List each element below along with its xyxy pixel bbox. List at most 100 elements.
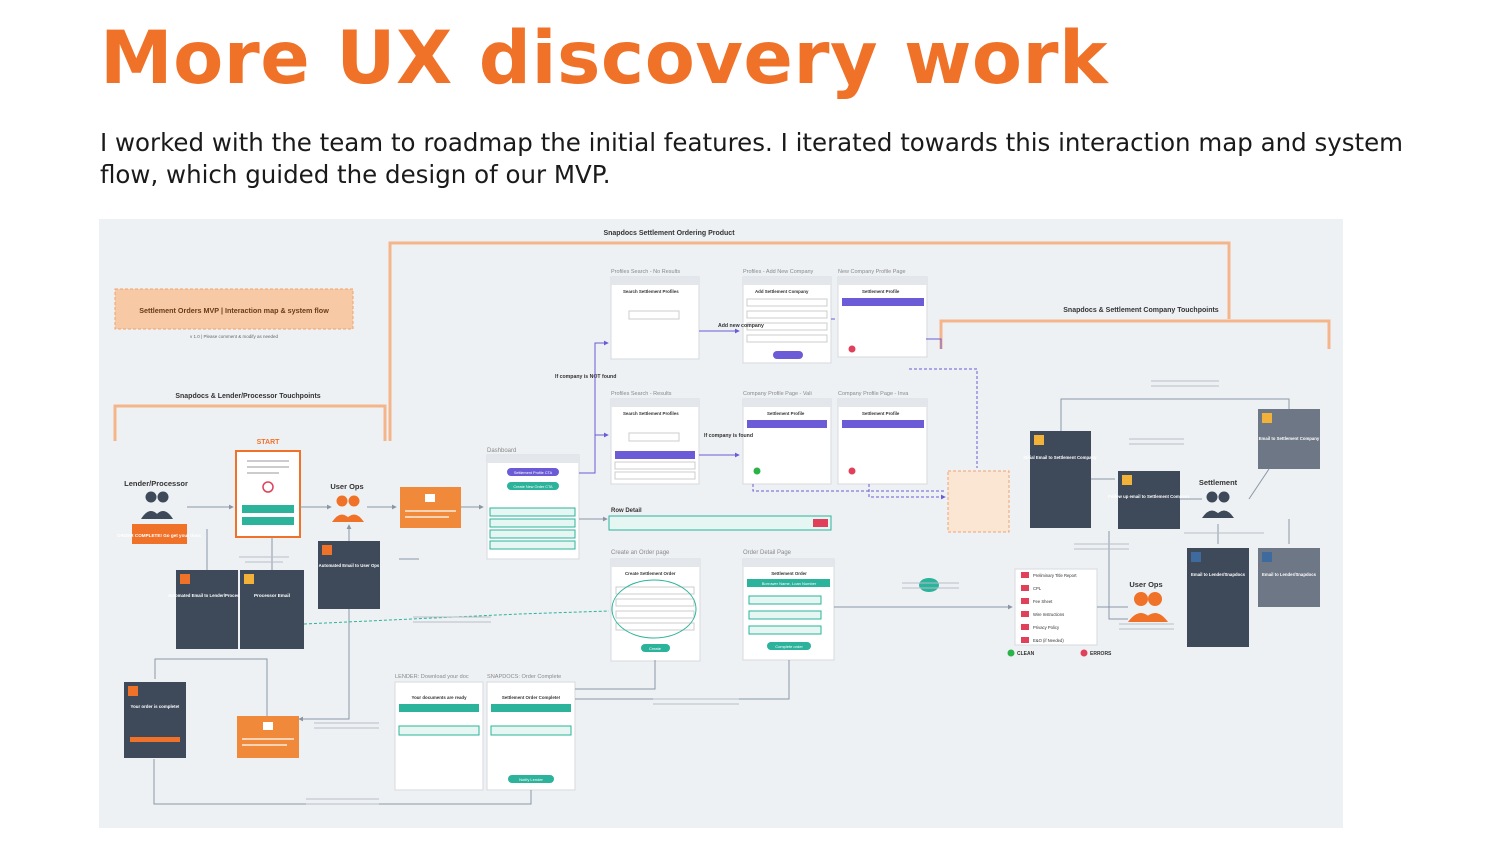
settlement-note-box bbox=[947, 470, 1010, 533]
start-step: START bbox=[235, 439, 301, 538]
screen-profiles-results: Profiles Search - Results Search Settlem… bbox=[610, 391, 700, 485]
create-order-page-label: Create an Order page bbox=[611, 550, 670, 556]
email-card-order-complete: Your order is complete! bbox=[124, 682, 186, 758]
user-ops-login-step bbox=[400, 487, 461, 528]
screen-heading: Settlement Order Complete! bbox=[502, 695, 561, 700]
add-new-company-label: Add new company bbox=[718, 323, 764, 329]
notify-lender-button: Notify Lender bbox=[519, 777, 543, 782]
row-detail-label: Row Detail bbox=[611, 508, 642, 514]
order-detail-banner: Borrower Name, Loan Number bbox=[762, 581, 817, 586]
automated-email-ops-title: Automated Email to User Ops bbox=[319, 563, 380, 568]
doc-item: E&O (if Needed) bbox=[1033, 638, 1064, 643]
data-link-arrow bbox=[303, 610, 610, 625]
screen-heading: Settlement Profile bbox=[767, 411, 805, 416]
doc-item: Preliminary Title Report bbox=[1033, 573, 1077, 578]
status-legend: CLEAN ERRORS bbox=[1007, 649, 1112, 657]
order-complete-title: Your order is complete! bbox=[131, 704, 180, 709]
screen-heading: Your documents are ready bbox=[411, 695, 467, 700]
start-label: START bbox=[257, 439, 281, 446]
screen-heading: Settlement Profile bbox=[862, 411, 900, 416]
screen-profiles-no-results: Profiles Search - No Results Search Sett… bbox=[610, 269, 700, 360]
order-detail-screen: Order Detail Page Settlement Order Borro… bbox=[742, 550, 835, 661]
page-subtitle: I worked with the team to roadmap the in… bbox=[100, 128, 1404, 189]
screen-title: Profiles Search - Results bbox=[611, 391, 672, 397]
screen-title: SNAPDOCS: Order Complete bbox=[487, 674, 561, 680]
product-label: Snapdocs Settlement Ordering Product bbox=[603, 230, 735, 237]
create-order-heading: Create Settlement Order bbox=[625, 571, 676, 576]
screen-title: Profiles Search - No Results bbox=[611, 269, 680, 275]
screen-title: Profiles - Add New Company bbox=[743, 269, 814, 275]
lender-touchpoints-label: Snapdocs & Lender/Processor Touchpoints bbox=[175, 393, 320, 400]
user-ops-actor-right: User Ops bbox=[1128, 580, 1168, 622]
email-lender-2-title: Email to Lender/Snapdocs bbox=[1262, 572, 1317, 577]
interaction-map-diagram: Snapdocs Settlement Ordering Product Sna… bbox=[113, 230, 1331, 805]
diagram-title-box: Settlement Orders MVP | Interaction map … bbox=[114, 288, 354, 330]
page-title: More UX discovery work bbox=[100, 16, 1109, 101]
email-settlement-title: Email to Settlement Company bbox=[1259, 436, 1320, 441]
processor-email-title: Processor Email bbox=[254, 593, 290, 598]
row-detail: Row Detail bbox=[608, 508, 832, 531]
doc-item: Wire Instructions bbox=[1033, 612, 1064, 617]
lender-login-step bbox=[237, 716, 299, 758]
diagram-main-title: Settlement Orders MVP | Interaction map … bbox=[139, 306, 329, 315]
screen-heading: Search Settlement Profiles bbox=[623, 289, 679, 294]
order-detail-page-label: Order Detail Page bbox=[743, 550, 792, 556]
initial-email-title: Initial Email to Settlement Company bbox=[1023, 455, 1097, 460]
interaction-map-panel: Snapdocs Settlement Ordering Product Sna… bbox=[99, 219, 1343, 828]
email-card-settlement: Email to Settlement Company bbox=[1258, 409, 1320, 469]
lender-processor-actor: Lender/Processor bbox=[124, 479, 188, 519]
user-ops-actor: User Ops bbox=[330, 482, 364, 522]
screen-profile-invalid: Company Profile Page - Inva Settlement P… bbox=[837, 391, 928, 485]
settlement-label: Settlement bbox=[1199, 478, 1238, 487]
company-not-found-label: If company is NOT found bbox=[555, 374, 616, 380]
screen-new-company-profile: New Company Profile Page Settlement Prof… bbox=[837, 269, 928, 358]
screen-heading: Add Settlement Company bbox=[755, 289, 809, 294]
annotation-text-lines bbox=[239, 380, 1264, 805]
automated-email-lender-title: Automated Email to Lender/Processor bbox=[168, 593, 246, 598]
lender-processor-label: Lender/Processor bbox=[124, 479, 188, 488]
doc-item: Fee Sheet bbox=[1033, 599, 1053, 604]
flow-arrows bbox=[153, 398, 1290, 805]
screen-heading: Search Settlement Profiles bbox=[623, 411, 679, 416]
order-complete-badge-text: ORDER COMPLETE! Go get your docs bbox=[117, 533, 201, 538]
doc-item: Privacy Policy bbox=[1033, 625, 1060, 630]
settlement-actor: Settlement bbox=[1199, 478, 1238, 518]
clean-label: CLEAN bbox=[1017, 651, 1035, 657]
screen-title: LENDER: Download your doc bbox=[395, 674, 469, 680]
email-card-initial: Initial Email to Settlement Company bbox=[1023, 431, 1097, 528]
email-card-lender: Email to Lender/Snapdocs bbox=[1187, 548, 1249, 647]
screen-heading: Settlement Profile bbox=[862, 289, 900, 294]
document-checklist: Preliminary Title Report CPL Fee Sheet W… bbox=[1014, 568, 1098, 646]
order-complete-badge: ORDER COMPLETE! Go get your docs bbox=[117, 524, 201, 544]
screen-title: Company Profile Page - Vali bbox=[743, 391, 812, 397]
company-touchpoints-label: Snapdocs & Settlement Company Touchpoint… bbox=[1063, 307, 1219, 314]
user-ops-label: User Ops bbox=[330, 482, 363, 491]
dashboard-label: Dashboard bbox=[487, 448, 516, 454]
cloud-upload-icon bbox=[919, 578, 939, 592]
lender-download-screen: LENDER: Download your doc Your documents… bbox=[394, 674, 484, 791]
order-detail-heading: Settlement Order bbox=[771, 571, 807, 576]
screen-profile-valid: Company Profile Page - Vali Settlement P… bbox=[742, 391, 832, 485]
section-brackets bbox=[113, 241, 1331, 441]
create-order-button: Create bbox=[649, 646, 662, 651]
dashboard-button-profile: Settlement Profile CTA bbox=[514, 471, 553, 475]
email-lender-title: Email to Lender/Snapdocs bbox=[1191, 572, 1246, 577]
email-card-follow-up: Follow up email to Settlement Company bbox=[1108, 471, 1190, 529]
purple-flow-arrows bbox=[579, 318, 978, 500]
doc-item: CPL bbox=[1033, 586, 1042, 591]
snapdocs-complete-screen: SNAPDOCS: Order Complete Settlement Orde… bbox=[486, 674, 576, 791]
screen-title: Company Profile Page - Inva bbox=[838, 391, 909, 397]
version-note: v 1.0 | Please comment & modify as neede… bbox=[190, 334, 278, 339]
dashboard-screen: Dashboard Settlement Profile CTA Create … bbox=[486, 448, 580, 560]
email-card-processor: Processor Email bbox=[240, 570, 304, 649]
dashboard-button-new-order: Create New Order CTA bbox=[513, 485, 553, 489]
errors-label: ERRORS bbox=[1090, 651, 1112, 657]
email-card-user-ops: Automated Email to User Ops bbox=[318, 541, 380, 609]
user-ops-right-label: User Ops bbox=[1129, 580, 1162, 589]
complete-order-button: Complete order bbox=[775, 644, 803, 649]
email-card-automated-lender: Automated Email to Lender/Processor bbox=[168, 570, 246, 649]
screen-title: New Company Profile Page bbox=[838, 269, 906, 275]
email-card-lender-2: Email to Lender/Snapdocs bbox=[1258, 548, 1320, 607]
create-order-screen: Create an Order page Create Settlement O… bbox=[610, 550, 701, 662]
screen-add-company: Profiles - Add New Company Add Settlemen… bbox=[742, 269, 832, 364]
